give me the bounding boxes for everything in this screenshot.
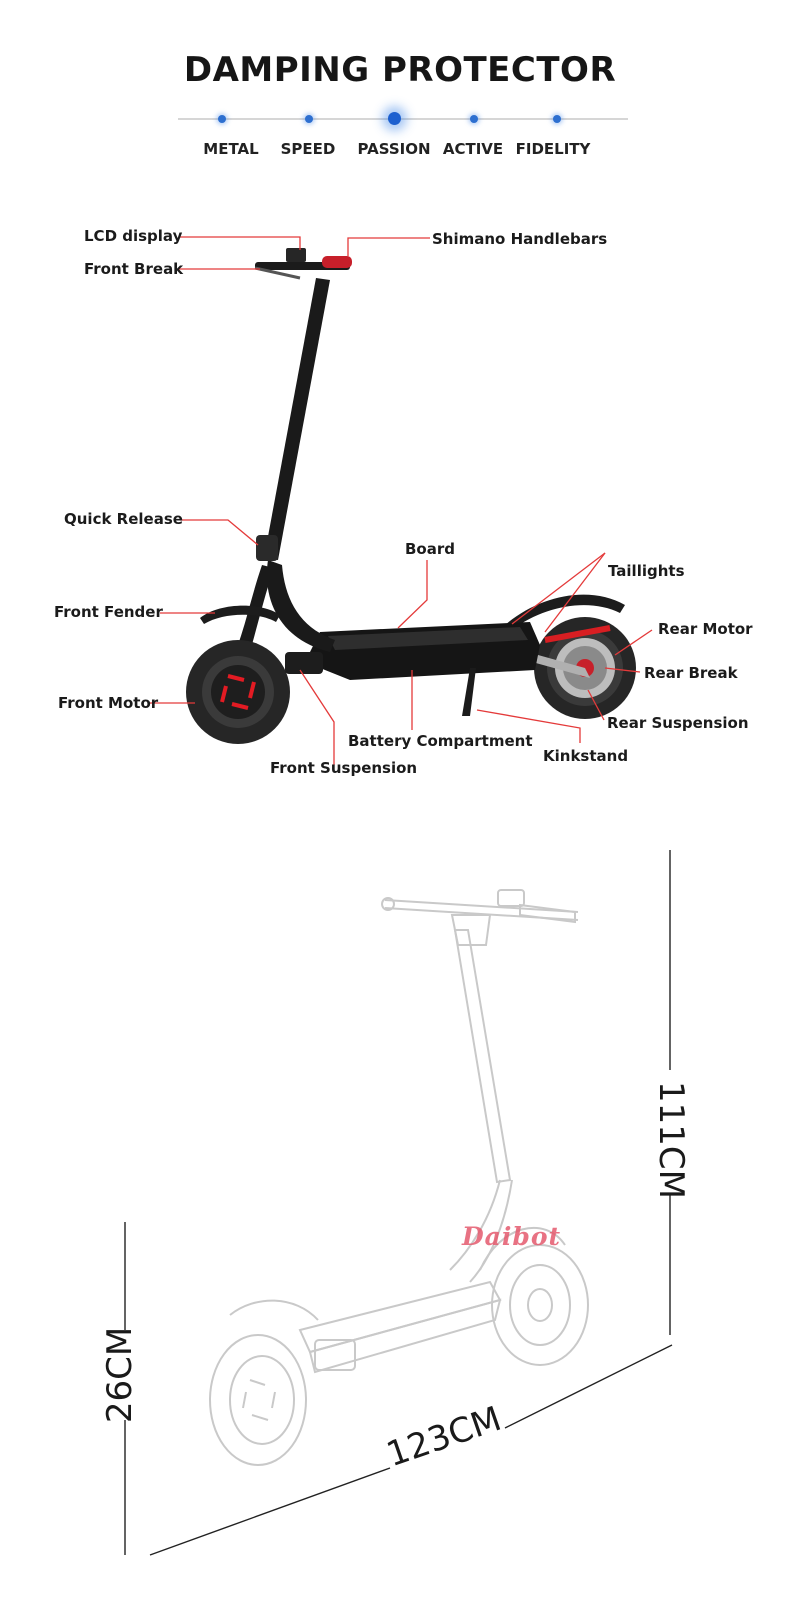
callout-rear-motor: Rear Motor	[658, 620, 753, 638]
step-label-metal: METAL	[203, 140, 259, 158]
rear-fender	[505, 594, 625, 630]
callout-board: Board	[405, 540, 455, 558]
kickstand-shape	[462, 668, 476, 716]
callout-quick-release: Quick Release	[64, 510, 183, 528]
dimension-deck-height: 26CM	[100, 1326, 141, 1424]
callout-shimano-handlebars: Shimano Handlebars	[432, 230, 608, 248]
step-dot-metal	[218, 115, 226, 123]
dimension-lines	[124, 850, 673, 1556]
section-header: DAMPING PROTECTOR METAL SPEED PASSION AC…	[0, 0, 800, 170]
callout-battery-compartment: Battery Compartment	[348, 732, 533, 750]
callout-front-motor: Front Motor	[58, 694, 159, 712]
stem	[264, 278, 330, 560]
callout-lcd-display: LCD display	[84, 227, 183, 245]
callout-front-suspension: Front Suspension	[270, 759, 418, 777]
callout-rear-suspension: Rear Suspension	[607, 714, 749, 732]
step-dot-fidelity	[553, 115, 561, 123]
front-fender	[200, 605, 280, 624]
step-dot-active	[470, 115, 478, 123]
leader-lines	[150, 236, 653, 765]
handlebar-grip-red	[322, 256, 352, 268]
step-label-fidelity: FIDELITY	[515, 140, 591, 158]
front-wheel	[186, 640, 290, 744]
callout-rear-break: Rear Break	[644, 664, 738, 682]
rear-suspension-spring	[544, 625, 611, 643]
brand-watermark: Daibot	[462, 1222, 562, 1251]
step-dot-speed	[305, 115, 313, 123]
callout-front-fender: Front Fender	[54, 603, 163, 621]
scooter-diagram	[150, 236, 653, 765]
scooter-outline-drawing	[124, 850, 673, 1556]
frame	[266, 560, 335, 652]
quick-release-clamp	[256, 535, 278, 561]
step-label-active: ACTIVE	[442, 140, 504, 158]
step-track	[178, 118, 628, 120]
callout-kinkstand: Kinkstand	[543, 747, 629, 765]
callout-front-break: Front Break	[84, 260, 184, 278]
lcd-display-shape	[286, 248, 306, 262]
page-title: DAMPING PROTECTOR	[183, 50, 617, 90]
step-label-passion: PASSION	[357, 140, 431, 158]
dimension-height: 111CM	[650, 1081, 691, 1199]
callout-taillights: Taillights	[608, 562, 685, 580]
step-dot-passion-active	[388, 112, 401, 125]
step-label-speed: SPEED	[280, 140, 336, 158]
front-suspension-block	[285, 652, 323, 674]
